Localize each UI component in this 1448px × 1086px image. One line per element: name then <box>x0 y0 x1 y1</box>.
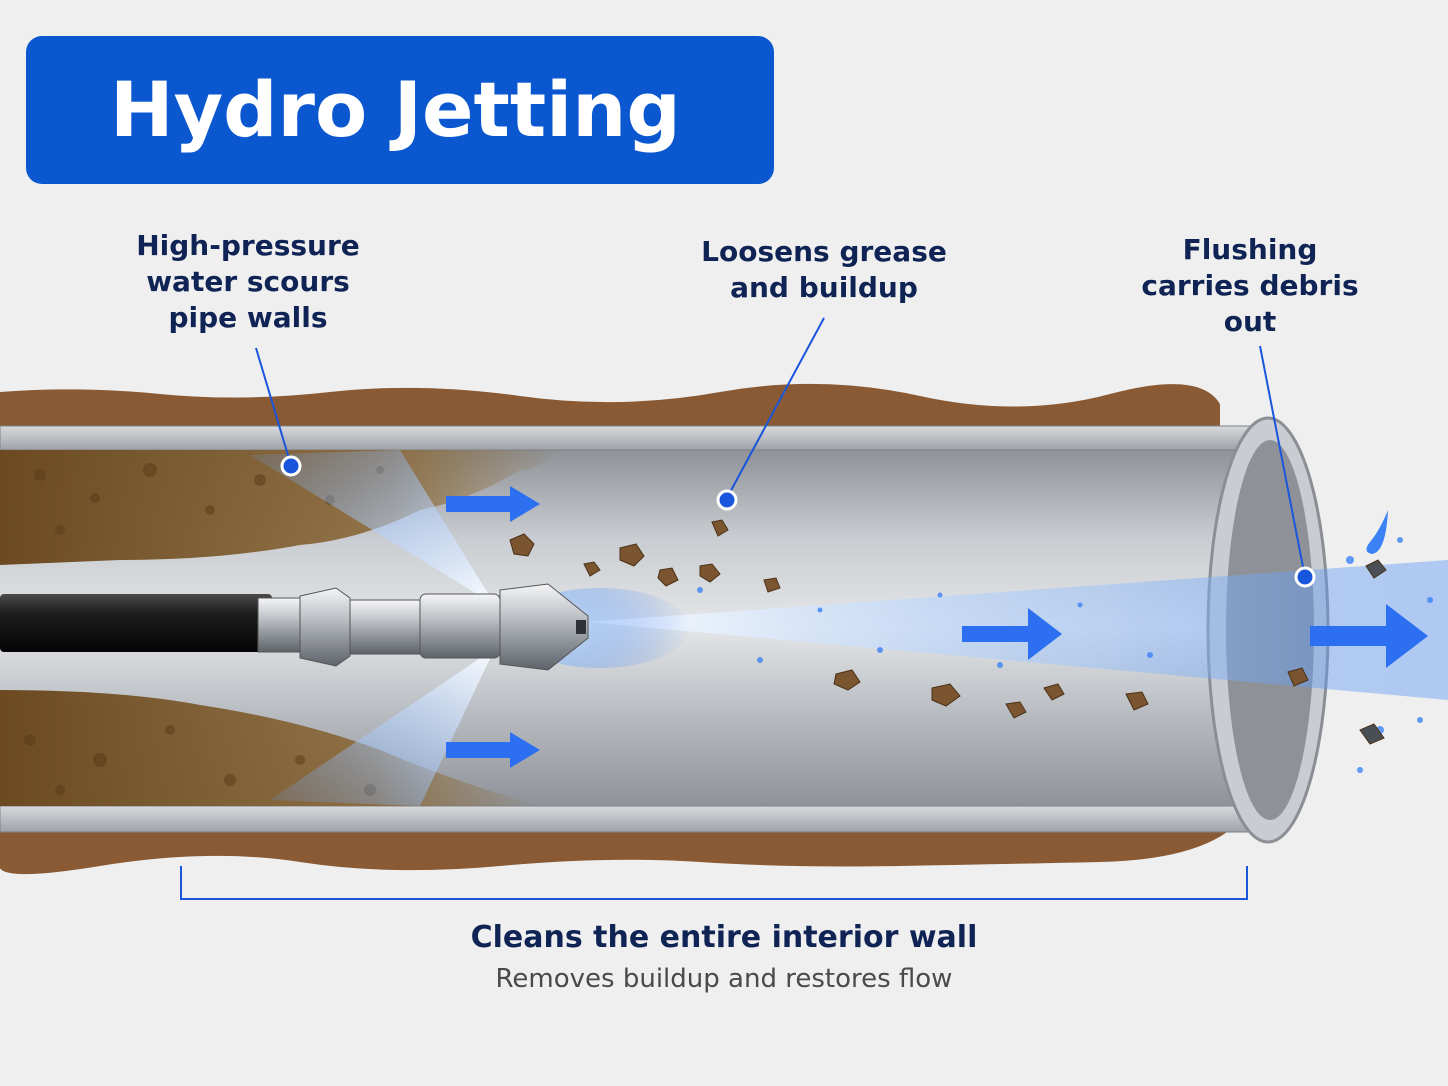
hose <box>0 594 272 652</box>
flow-arrow-middle <box>962 608 1062 660</box>
dot-flush <box>1294 566 1316 588</box>
callout-flush: Flushing carries debris out <box>1118 232 1382 340</box>
flow-arrow-bottom-left <box>446 732 540 768</box>
callout-loosen: Loosens grease and buildup <box>664 234 984 306</box>
callout-loosen-line1: Loosens grease <box>701 235 947 268</box>
debris-chunks <box>509 519 1387 745</box>
water-droplets <box>697 537 1433 773</box>
nozzle-hex-nut <box>299 587 351 667</box>
title-banner: Hydro Jetting <box>26 36 774 184</box>
flow-arrows <box>446 486 1428 768</box>
water-fan-down <box>270 648 495 806</box>
flow-arrow-exit <box>1310 604 1428 668</box>
nozzle-collar <box>419 593 501 659</box>
nozzle-orifice <box>576 620 586 634</box>
callout-scour-line1: High-pressure <box>136 229 360 262</box>
callout-leaders <box>255 317 1305 573</box>
caption-sub: Removes buildup and restores flow <box>495 964 953 994</box>
leader-scour <box>255 347 291 463</box>
leader-flush <box>1259 345 1305 573</box>
pipe-bottom-wall <box>0 805 1261 833</box>
soil-top <box>0 383 1220 430</box>
page-title: Hydro Jetting <box>110 65 681 154</box>
callout-dots <box>280 455 1316 588</box>
dot-loosen <box>716 489 738 511</box>
nozzle-tip <box>499 583 589 671</box>
callout-flush-line1: Flushing <box>1182 233 1318 266</box>
callout-scour-line3: pipe walls <box>168 301 328 334</box>
caption-main: Cleans the entire interior wall <box>470 920 978 955</box>
flow-arrow-top-left <box>446 486 540 522</box>
callout-flush-line2: carries debris <box>1141 269 1359 302</box>
soil-bottom <box>0 830 1230 875</box>
dot-scour <box>280 455 302 477</box>
callout-flush-line3: out <box>1223 305 1277 338</box>
callout-loosen-line2: and buildup <box>730 271 918 304</box>
coverage-bracket <box>180 866 1248 900</box>
water-fan-up <box>250 450 495 605</box>
splash-droplet <box>1366 510 1388 554</box>
leader-loosen <box>727 317 825 497</box>
buildup-top <box>0 450 560 565</box>
callout-scour-line2: water scours <box>146 265 350 298</box>
hose-coupling <box>257 597 305 653</box>
nozzle-body <box>349 599 421 655</box>
pipe-top-wall <box>0 425 1261 451</box>
callout-scour: High-pressure water scours pipe walls <box>98 228 398 336</box>
